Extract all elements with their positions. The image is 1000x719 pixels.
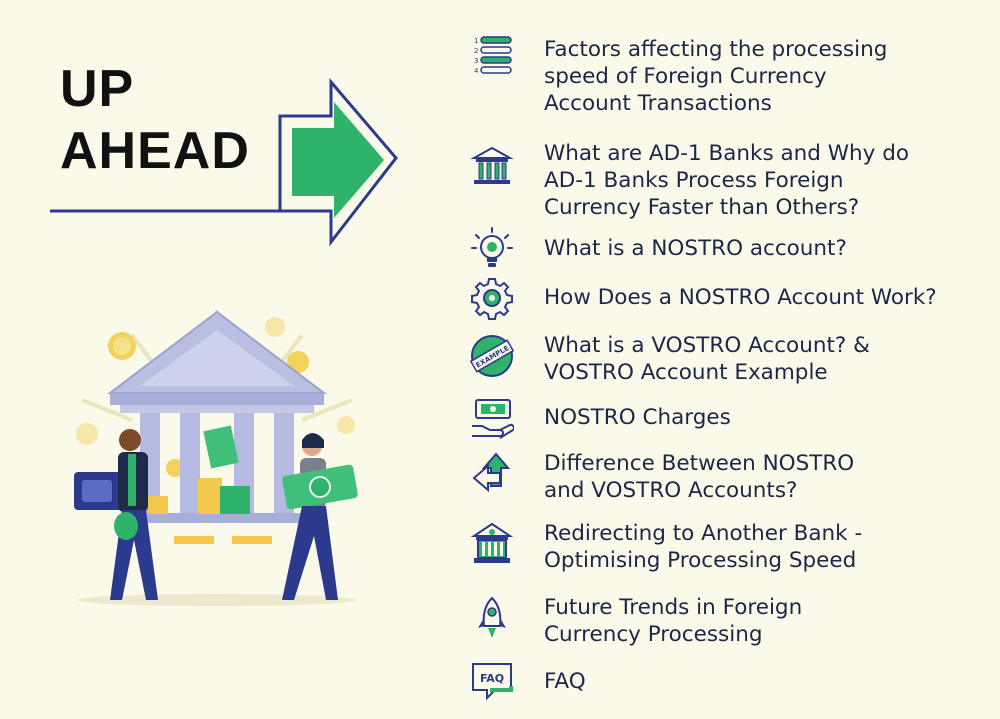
opposing-arrows-icon	[472, 452, 511, 493]
cash-in-hand-icon	[472, 399, 514, 439]
forward-arrow-graphic	[50, 78, 398, 247]
agenda-item-ad1-banks: What are AD-1 Banks and Why do AD-1 Bank…	[544, 141, 910, 220]
svg-text:3: 3	[474, 57, 478, 65]
agenda-item-faq: FAQ	[544, 669, 586, 694]
agenda-item-vostro-account: What is a VOSTRO Account? & VOSTRO Accou…	[544, 333, 870, 385]
man-figure	[74, 429, 158, 600]
title-line-1: UP	[60, 60, 135, 118]
rocket-icon	[478, 596, 506, 638]
svg-text:4: 4	[474, 67, 479, 75]
numbered-list-icon: 1 2 3 4	[474, 36, 512, 75]
bank-illustration	[74, 310, 358, 606]
faq-bubble-icon: FAQ	[472, 663, 513, 701]
woman-figure	[282, 433, 358, 600]
bank-building-icon	[470, 522, 514, 563]
agenda-item-processing-speed-factors: Factors affecting the processing speed o…	[544, 37, 888, 116]
lightbulb-icon	[471, 227, 513, 267]
svg-text:1: 1	[474, 37, 478, 45]
coin-icons	[76, 317, 355, 477]
title-line-2: AHEAD	[60, 122, 250, 180]
agenda-item-nostro-account: What is a NOSTRO account?	[544, 236, 847, 261]
example-badge-icon: EXAMPLE	[470, 335, 514, 377]
page-title: UP AHEAD	[60, 58, 250, 182]
svg-text:2: 2	[474, 47, 478, 55]
agenda-item-nostro-vs-vostro: Difference Between NOSTRO and VOSTRO Acc…	[544, 451, 855, 503]
coin-stacks	[148, 478, 272, 544]
agenda-item-nostro-how-it-works: How Does a NOSTRO Account Work?	[544, 285, 937, 310]
agenda-item-future-trends: Future Trends in Foreign Currency Proces…	[544, 595, 803, 647]
agenda-item-redirecting-bank: Redirecting to Another Bank - Optimising…	[544, 521, 863, 573]
agenda-item-nostro-charges: NOSTRO Charges	[544, 405, 731, 430]
gear-icon	[471, 278, 513, 320]
bank-icon	[470, 146, 514, 184]
svg-text:FAQ: FAQ	[480, 672, 504, 685]
